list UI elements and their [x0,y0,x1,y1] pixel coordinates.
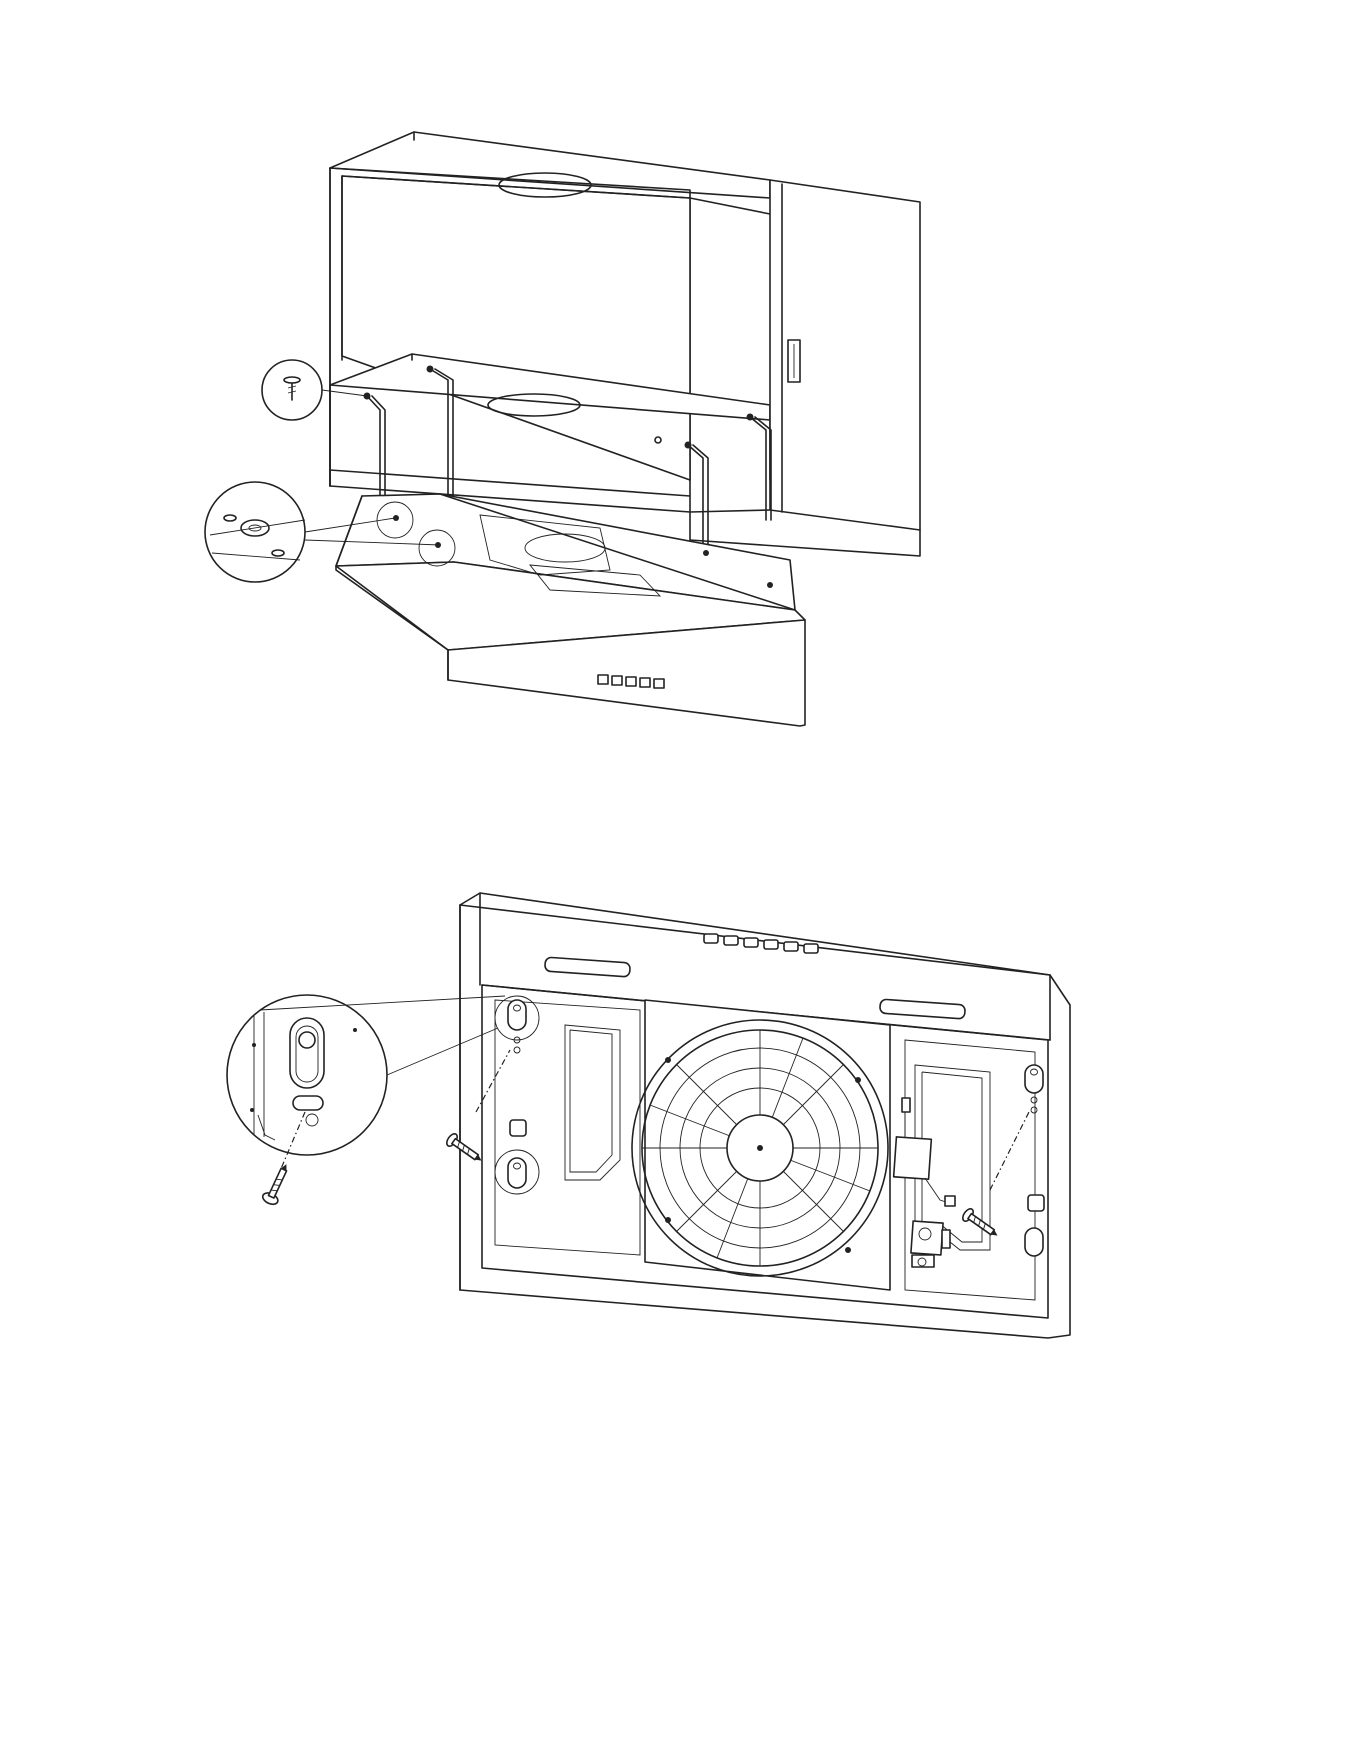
keyhole-slot-icon [508,1158,526,1188]
figure-cabinet-mounting [0,0,1361,760]
keyhole-slot-icon [508,1000,526,1030]
keyhole-slot-icon [1025,1065,1043,1093]
screw-left [445,1050,510,1166]
control-button-icon [724,936,738,945]
control-button-icon [804,944,818,953]
detail-screw-callout [262,360,367,420]
screw-icon [261,1161,294,1207]
junction-box [894,1098,955,1206]
control-button-icon [744,938,758,947]
control-button-icon [764,940,778,949]
screw-icon [961,1207,1002,1241]
keyhole-slots-left [495,996,539,1194]
keyhole-slot-icon [1025,1228,1043,1256]
wall-cabinet [330,132,920,556]
control-buttons-bottom [704,934,818,953]
control-button-icon [612,676,622,685]
control-button-icon [640,678,650,687]
screw-right [961,1110,1030,1241]
terminal-plate [911,1221,950,1267]
control-button-icon [626,677,636,686]
screw-icon [445,1132,486,1166]
range-hood-top [336,494,805,726]
fan-icon [632,1020,888,1276]
control-button-icon [784,942,798,951]
control-button-icon [704,934,718,943]
control-button-icon [654,679,664,688]
range-hood-underside [460,893,1070,1338]
control-button-icon [598,675,608,684]
detail-keyhole-zoom [227,995,505,1207]
keyhole-slot-icon [290,1018,324,1088]
keyhole-slots-right [1025,1065,1044,1256]
